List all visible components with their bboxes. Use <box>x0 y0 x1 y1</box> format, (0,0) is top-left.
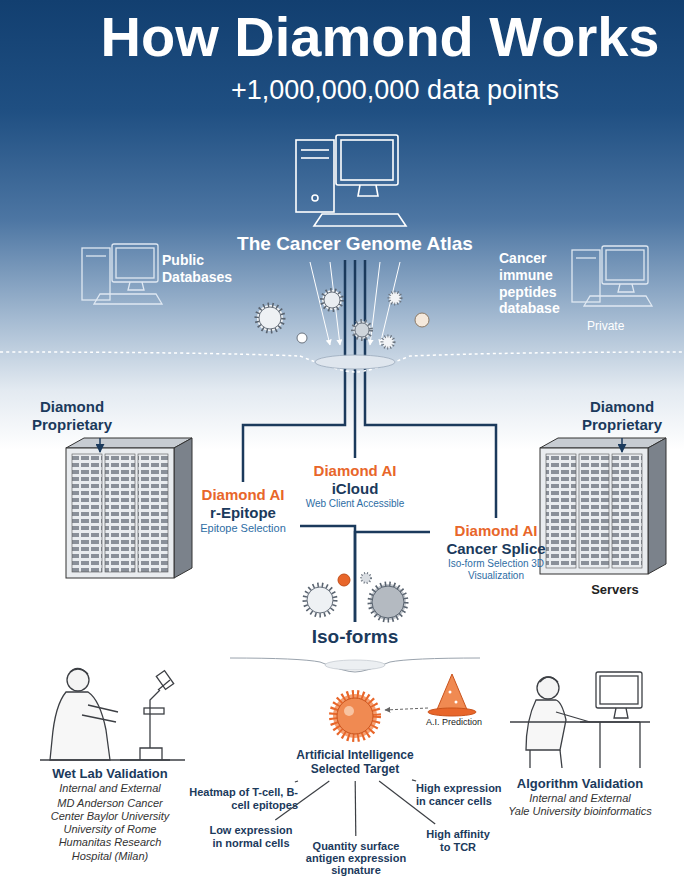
node-text: Iso-forms <box>297 626 413 649</box>
diagram-title: How Diamond Works <box>40 6 684 68</box>
connector <box>295 781 298 782</box>
node-text: Internal and External <box>34 782 186 795</box>
criterion-label: Low expression in normal cells <box>205 822 297 853</box>
node-text: r-Epitope <box>190 504 296 522</box>
source-label: Cancer immune peptides databasePrivate <box>497 248 647 336</box>
node-text: High expression in cancer cells <box>416 782 512 808</box>
criterion-label: Quantity surface antigen expression sign… <box>300 838 412 878</box>
module-label: Diamond AIiCloudWeb Client Accessible <box>296 460 414 512</box>
node-text: Diamond AI <box>434 522 558 540</box>
node-text: The Cancer Genome Atlas <box>207 233 503 256</box>
criterion-label: High expression in cancer cells <box>414 780 514 811</box>
target-label: Artificial Intelligence Selected Target <box>275 746 435 779</box>
programmer-figure <box>510 672 650 768</box>
node-text: MD Anderson Cancer Center Baylor Univers… <box>34 795 186 863</box>
node-text: Artificial Intelligence Selected Target <box>277 748 433 777</box>
node-text: Cancer immune peptides database <box>499 250 583 317</box>
module-label: Diamond AIr-EpitopeEpitope Selection <box>188 484 298 538</box>
node-text: Cancer Splice <box>434 540 558 558</box>
node-text: Algorithm Validation <box>507 776 653 792</box>
node-text: Heatmap of T-cell, B-cell epitopes <box>184 786 298 812</box>
computer-icon <box>572 246 652 306</box>
computer-icon <box>82 244 162 304</box>
source-label: The Cancer Genome Atlas <box>205 231 505 258</box>
connector <box>365 260 496 518</box>
scientist-figure <box>40 668 185 760</box>
target-cell <box>333 694 377 738</box>
node-text: iCloud <box>298 480 412 498</box>
node-text: Private <box>587 319 645 333</box>
server-label: Servers <box>570 582 660 598</box>
funnel-line <box>230 658 480 672</box>
node-text: Epitope Selection <box>190 522 296 535</box>
funnel-line <box>0 352 684 372</box>
server-label: Diamond Proprietary <box>20 398 124 434</box>
computer-icon <box>296 135 406 226</box>
source-label: Public Databases <box>160 250 242 288</box>
node-text: Public Databases <box>162 252 240 286</box>
node-text: Diamond AI <box>190 486 296 504</box>
stage-label: Iso-forms <box>295 624 415 651</box>
cell-cluster <box>257 290 429 348</box>
node-text: Iso-form Selection 3D Visualization <box>434 558 558 582</box>
subtitle: +1,000,000,000 data points <box>180 74 610 106</box>
connector <box>355 532 430 622</box>
node-text: Low expression in normal cells <box>207 824 295 850</box>
server-rack <box>66 438 192 578</box>
prediction-label: A.I. Prediction <box>414 717 494 728</box>
node-text: Wet Lab Validation <box>34 766 186 782</box>
node-text: High affinity to TCR <box>420 828 496 854</box>
wizard-hat <box>385 674 476 716</box>
validation-block: Wet Lab ValidationInternal and ExternalM… <box>32 764 188 865</box>
node-text: Diamond AI <box>298 462 412 480</box>
module-label: Diamond AICancer SpliceIso-form Selectio… <box>432 520 560 584</box>
node-text: Quantity surface antigen expression sign… <box>302 840 410 876</box>
node-text: Yale University bioinformatics <box>507 805 653 818</box>
connector <box>243 260 345 482</box>
criterion-label: Heatmap of T-cell, B-cell epitopes <box>182 784 300 815</box>
pointer-arrow <box>100 438 622 452</box>
connector <box>412 780 416 781</box>
connector <box>300 526 355 622</box>
criterion-label: High affinity to TCR <box>418 826 498 857</box>
server-label: Diamond Proprietary <box>570 398 674 434</box>
node-text: Internal and External <box>507 792 653 805</box>
connector <box>355 781 357 836</box>
node-text: Web Client Accessible <box>298 498 412 510</box>
cell-cluster <box>305 573 406 620</box>
server-rack <box>540 438 666 574</box>
feed-arrows <box>310 262 400 345</box>
validation-block: Algorithm ValidationInternal and Externa… <box>505 774 655 820</box>
